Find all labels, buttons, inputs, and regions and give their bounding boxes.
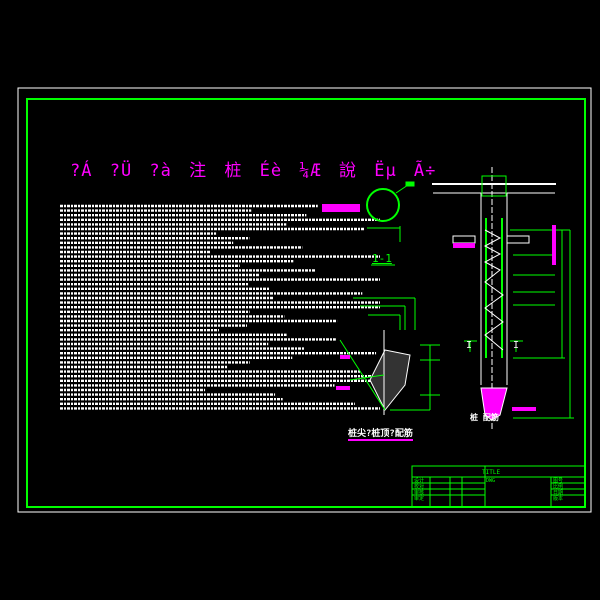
pile-tip-detail [336, 297, 440, 415]
pile-elevation [432, 167, 574, 430]
title-block-row: 校对 [414, 484, 425, 490]
title-block-row: 比例 [553, 484, 564, 490]
section-mark-left: I [466, 340, 473, 351]
title-block-title: TITLE [482, 469, 501, 476]
notes-text-block [60, 204, 380, 410]
section-label: 1-1 [372, 252, 392, 265]
title-block-row: 审定 [414, 496, 425, 502]
section-mark-right: I [513, 340, 520, 351]
pile-caption: 桩 配筋 [470, 413, 499, 422]
title-block-row: 图号 [553, 478, 564, 484]
title-block-row: 设计 [414, 478, 425, 484]
title-block-row: 审核 [414, 490, 425, 496]
section-1-1-detail [322, 181, 415, 266]
title-block-drawing-no: DWG [486, 478, 496, 484]
title-block-row: 版本 [553, 496, 564, 502]
drawing-frame [26, 98, 586, 508]
sheet-border [17, 87, 592, 513]
title-block-row: 日期 [553, 490, 564, 496]
drawing-title: ?Á ?Ü ?à 注 桩 Éè ¼Æ 說 Ëµ Ã÷ [70, 161, 437, 181]
title-block-lines [411, 465, 586, 508]
tip-detail-caption: 桩尖?桩顶?配筋 [348, 426, 413, 441]
